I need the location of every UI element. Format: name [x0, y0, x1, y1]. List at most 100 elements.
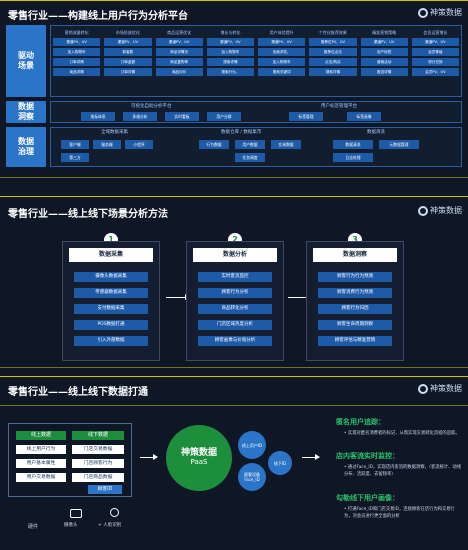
logo-icon: [418, 383, 428, 394]
logo-icon: [418, 7, 428, 18]
scene-metric-chip: 订单金额: [104, 58, 152, 66]
scene-column-head: 商品运营优化: [167, 30, 192, 35]
scene-metric-chip: 商品详情: [53, 68, 101, 76]
point-title: 店内客流实时监控：: [336, 452, 399, 460]
point-title: 勾勒线下用户画像：: [336, 494, 399, 502]
online-item: 线上用户行为: [16, 445, 66, 454]
guide-line: [0, 405, 468, 406]
card-item: POS数据打通: [74, 320, 148, 330]
scene-column-head: 个性化推荐效果: [318, 30, 347, 35]
gov-item: 数据清洗: [333, 140, 373, 149]
online-item: 用户交易数据: [16, 473, 66, 482]
scene-metric-chip: 搜索详情: [206, 58, 254, 66]
scene-column-head: 营销流量转化: [64, 30, 89, 35]
scene-metric-chip: 搜索关键词: [258, 68, 306, 76]
card-item: 商品转化分析: [198, 304, 272, 314]
scene-metric-chip: 加入购物车: [206, 48, 254, 56]
scene-metric-chip: 搜索行为、: [206, 68, 254, 76]
slide-scene-analysis-method: 零售行业——线上线下场景分析方法 神策数据 1 2 3 数据采集 摄像头数据采集…: [0, 196, 468, 376]
brand-logo: 神策数据: [410, 7, 462, 21]
insight-head-selfservice: 可视化自助分析平台: [131, 104, 172, 109]
card-head: 数据洞察: [313, 248, 397, 262]
hub-sub: PaaS: [190, 458, 208, 466]
step-card-analyze: 数据分析 实时客流监控 顾客行为分析 商品转化分析 门店区域热度分析 顾客画像与…: [186, 241, 284, 361]
brand-logo: 神策数据: [410, 205, 462, 219]
insight-head-tags: 用户标签管理平台: [321, 104, 357, 109]
card-item: 实时客流监控: [198, 272, 272, 282]
arrow-right: [166, 294, 190, 300]
paas-hub: 神策数据 PaaS: [166, 425, 232, 491]
row-label-governance: 数据 治理: [6, 127, 46, 167]
card-item: 顾客行为归因: [318, 304, 392, 314]
offline-item: 门店顾客行为: [72, 459, 124, 468]
online-id-circle: 线上用户ID: [238, 431, 266, 459]
card-item: 引入外部数据: [74, 336, 148, 346]
insight-panel: 可视化自助分析平台 用户标签管理平台 指标体系 多维分析 实时看板 用户分群 标…: [50, 101, 462, 123]
face-recognition-label: + 人脸识别: [98, 523, 122, 528]
point-title: 匿名用户追踪：: [336, 418, 385, 426]
scene-metric-chip: 新客数: [104, 48, 152, 56]
gov-item: 日志处理: [333, 153, 373, 162]
card-item: 摄像头数据采集: [74, 272, 148, 282]
scene-metric-chip: 渠道PV、UV: [104, 38, 152, 46]
offline-item: 门店商品数据: [72, 473, 124, 482]
card-item: 顾客行为分析: [198, 288, 272, 298]
gov-item: 交易数据: [271, 140, 301, 149]
point-text: • 打通Face_ID和门店交易ID，连接顾客在店行为和交易行为，对会员进行更全…: [344, 507, 455, 519]
scene-metric-chip: 商品评价: [155, 68, 203, 76]
scene-metric-chip: 搜索详情: [309, 68, 357, 76]
scene-metric-chip: 渠道PV、UV: [411, 38, 459, 46]
scene-metric-chip: 会员等级: [411, 48, 459, 56]
guide-line: [0, 177, 468, 178]
governance-panel: 全域数据采集 数据仓库 / 数据集市 数据清洗 客户端 服务端 小程序 第三方 …: [50, 127, 462, 167]
online-item: 用户基本属性: [16, 459, 66, 468]
offline-data-head: 线下数据: [72, 431, 124, 440]
card-item: 传感器数据采集: [74, 288, 148, 298]
offline-item: 门店交易数据: [72, 445, 124, 454]
slide-data-integration: 零售行业——线上线下数据打通 神策数据 线上数据 线上用户行为 用户基本属性 用…: [0, 376, 468, 550]
arrow-right: [140, 454, 158, 460]
gov-head-warehouse: 数据仓库 / 数据集市: [221, 130, 262, 135]
card-head: 数据采集: [69, 248, 153, 262]
scene-metric-chip: 渠道PV、UV: [53, 38, 101, 46]
row-label-insight: 数据 洞察: [6, 101, 46, 123]
hub-title: 神策数据: [180, 448, 217, 458]
point-text: • 通过Face_ID，实现店内客流的数据洞察，（客流统计、动线分布、活跃度、去…: [344, 465, 462, 477]
insight-item: 指标体系: [81, 112, 115, 121]
gov-head-clean: 数据清洗: [367, 130, 385, 135]
gov-item: 服务端: [93, 140, 121, 149]
card-item: 顾客消费行为预测: [318, 288, 392, 298]
person-icon: [110, 508, 119, 517]
brand-logo: 神策数据: [410, 383, 462, 397]
insight-item: 标签画像: [347, 112, 381, 121]
slide-title: 零售行业——构建线上用户行为分析平台: [8, 11, 188, 22]
scene-metric-chip: 推送详情: [360, 68, 408, 76]
scene-column-head: 精准营销策略: [372, 30, 397, 35]
point-text: • 实现对匿名消费者的标记，从而实现交易转化流程的追踪。: [344, 431, 460, 436]
scene-metric-chip: 渠道PV、UV: [155, 38, 203, 46]
scene-metric-chip: 点击/购买: [309, 58, 357, 66]
guide-line: [0, 367, 468, 368]
face-id-circle: 顾客设备Face_ID: [238, 463, 266, 491]
gov-head-collect: 全域数据采集: [101, 130, 128, 135]
card-item: 顾客评估与精准营销: [318, 336, 392, 346]
scene-column-head: 用户体验提升: [269, 30, 294, 35]
scene-column-head: 增长与转化: [220, 30, 241, 35]
scene-metric-chip: 页面浏览、: [258, 48, 306, 56]
card-item: 支付数据采集: [74, 304, 148, 314]
scene-metric-chip: 渠道PV、UV: [360, 38, 408, 46]
card-item: 顾客行为行为预测: [318, 272, 392, 282]
scene-metric-chip: 渠道PV、UV: [258, 38, 306, 46]
scene-metric-chip: 订单详情: [104, 68, 152, 76]
card-item: 门店区域热度分析: [198, 320, 272, 330]
scene-metric-chip: 加入购物车: [53, 48, 101, 56]
hardware-label: 硬件: [28, 524, 39, 530]
scene-metric-chip: 商品详情页: [155, 48, 203, 56]
offline-id-circle: 线下ID: [268, 451, 292, 475]
